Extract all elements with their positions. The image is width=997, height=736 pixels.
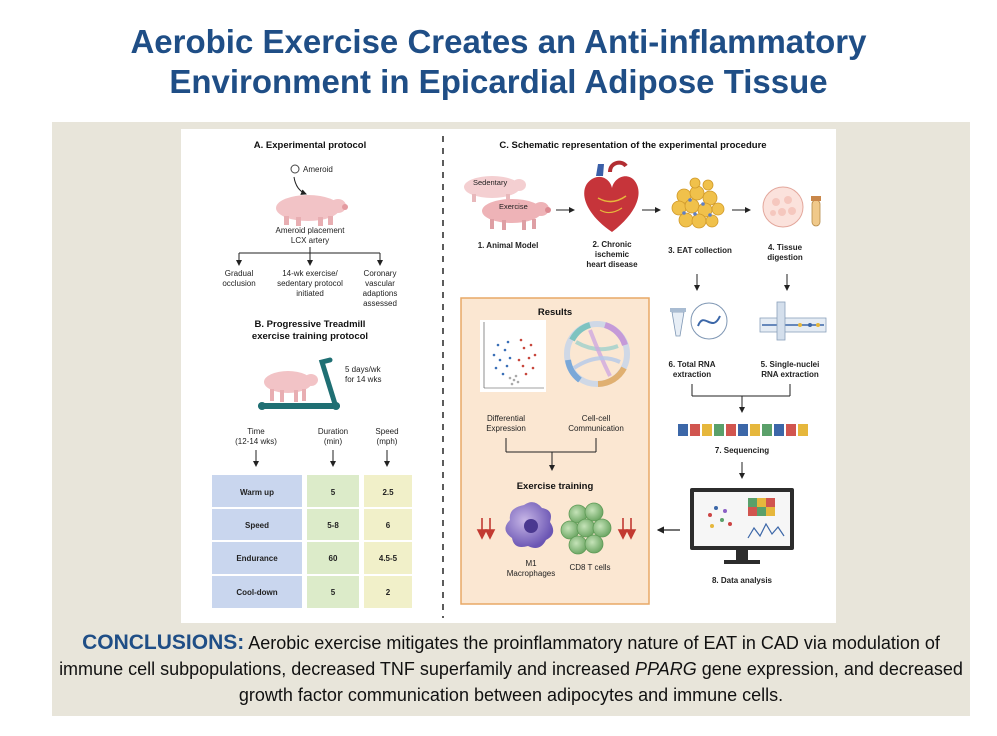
conclusions-gene: PPARG xyxy=(635,659,697,679)
eat-cell-dots xyxy=(682,198,712,217)
branch-1-line1: Gradual xyxy=(225,269,254,278)
row-1-duration: 5 xyxy=(331,488,336,497)
panel-b-heading-line2: exercise training protocol xyxy=(252,331,368,342)
volcano-plot-icon xyxy=(480,320,546,392)
branch-3-line3: adaptions xyxy=(363,289,398,298)
step-2-line2: ischemic xyxy=(595,250,630,259)
pig-icon xyxy=(276,195,348,226)
ameroid-placement-line1: Ameroid placement xyxy=(276,226,346,235)
de-line2: Expression xyxy=(486,424,526,433)
panel-a-heading: A. Experimental protocol xyxy=(254,140,366,151)
conclusions-body-2: gene expression, and decreased growth fa… xyxy=(238,659,963,705)
cd8-label: CD8 T cells xyxy=(569,563,610,572)
row-4-phase: Cool-down xyxy=(236,588,277,597)
step-2-line3: heart disease xyxy=(586,260,638,269)
title-line-1: Aerobic Exercise Creates an Anti-inflamm… xyxy=(130,23,867,60)
row-3-speed: 4.5-5 xyxy=(379,554,398,563)
col-duration-line2: (min) xyxy=(324,437,343,446)
branch-2-line2: sedentary protocol xyxy=(277,279,343,288)
microfluidic-chip-icon xyxy=(759,301,827,341)
cc-line1: Cell-cell xyxy=(582,414,611,423)
step-3-label: 3. EAT collection xyxy=(668,246,732,255)
cd8-t-cells-icon xyxy=(560,502,612,555)
down-arrow-icon xyxy=(476,518,637,540)
eat-tissue-icon xyxy=(671,177,725,229)
step-8-label: 8. Data analysis xyxy=(712,576,773,585)
sedentary-label: Sedentary xyxy=(473,178,507,187)
ameroid-icon xyxy=(290,164,300,174)
branch-1-line2: occlusion xyxy=(222,279,255,288)
col-time-line2: (12-14 wks) xyxy=(235,437,277,446)
step-2-line1: 2. Chronic xyxy=(592,240,632,249)
row-4-duration: 5 xyxy=(331,588,336,597)
column-arrows xyxy=(253,450,390,467)
row-2-speed: 6 xyxy=(386,521,391,530)
col-time-line1: Time xyxy=(247,427,265,436)
conclusions-text: CONCLUSIONS: Aerobic exercise mitigates … xyxy=(54,630,968,708)
conclusions-body-1: Aerobic exercise mitigates the proinflam… xyxy=(59,633,940,679)
branch-3-line2: vascular xyxy=(365,279,395,288)
step-5-line1: 5. Single-nuclei xyxy=(761,360,820,369)
sequencing-strip-icon xyxy=(678,424,808,436)
panel-c-heading: C. Schematic representation of the exper… xyxy=(499,140,766,151)
training-table: Warm up 5 2.5 Speed 5-8 6 Endurance 60 4… xyxy=(212,475,412,608)
title-line-2: Environment in Epicardial Adipose Tissue xyxy=(169,63,828,100)
panel-b-heading-line1: B. Progressive Treadmill xyxy=(255,319,366,330)
exercise-training-label: Exercise training xyxy=(517,481,594,492)
exercise-pig-icon xyxy=(482,199,551,230)
macrophage-icon xyxy=(505,502,554,548)
de-line1: Differential xyxy=(487,414,525,423)
sedentary-pig-icon xyxy=(464,176,526,202)
pig-on-treadmill-icon xyxy=(264,371,318,402)
m1-line2: Macrophages xyxy=(507,569,555,578)
results-heading: Results xyxy=(538,307,572,318)
step-6-line1: 6. Total RNA xyxy=(669,360,716,369)
schedule-line2: for 14 wks xyxy=(345,375,381,384)
cc-line2: Communication xyxy=(568,424,624,433)
step-5-line2: RNA extraction xyxy=(761,370,819,379)
rna-tube-icon xyxy=(670,302,728,340)
m1-line1: M1 xyxy=(525,559,537,568)
row-3-phase: Endurance xyxy=(236,554,278,563)
step-1-label: 1. Animal Model xyxy=(478,241,539,250)
col-speed-line1: Speed xyxy=(375,427,398,436)
chord-diagram-icon xyxy=(564,321,630,387)
monitor-icon xyxy=(690,488,794,564)
page-title: Aerobic Exercise Creates an Anti-inflamm… xyxy=(0,22,997,102)
merge-connector xyxy=(691,384,791,413)
step-4-line1: 4. Tissue xyxy=(768,243,803,252)
row-2-phase: Speed xyxy=(245,521,269,530)
row-1-phase: Warm up xyxy=(240,488,274,497)
col-duration-line1: Duration xyxy=(318,427,348,436)
branch-3-line1: Coronary xyxy=(364,269,397,278)
digestion-tube-icon xyxy=(811,196,821,227)
branch-3-line4: assessed xyxy=(363,299,397,308)
digestion-dish-icon xyxy=(762,186,804,228)
row-2-duration: 5-8 xyxy=(327,521,339,530)
exercise-label: Exercise xyxy=(499,202,528,211)
results-connector xyxy=(505,438,597,471)
conclusions-label: CONCLUSIONS: xyxy=(82,631,245,654)
schedule-line1: 5 days/wk xyxy=(345,365,382,374)
step-7-label: 7. Sequencing xyxy=(715,446,769,455)
row-1-speed: 2.5 xyxy=(382,488,394,497)
ameroid-arrow xyxy=(293,176,307,195)
branch-2-line3: initiated xyxy=(296,289,324,298)
ameroid-label: Ameroid xyxy=(303,165,333,174)
branch-2-line1: 14-wk exercise/ xyxy=(282,269,338,278)
treadmill-icon xyxy=(258,357,340,410)
step-4-line2: digestion xyxy=(767,253,803,262)
col-speed-line2: (mph) xyxy=(377,437,398,446)
row-3-duration: 60 xyxy=(329,554,338,563)
step-6-line2: extraction xyxy=(673,370,711,379)
branch-connector xyxy=(236,247,383,266)
heart-icon xyxy=(584,160,639,232)
ameroid-placement-line2: LCX artery xyxy=(291,236,329,245)
row-4-speed: 2 xyxy=(386,588,391,597)
